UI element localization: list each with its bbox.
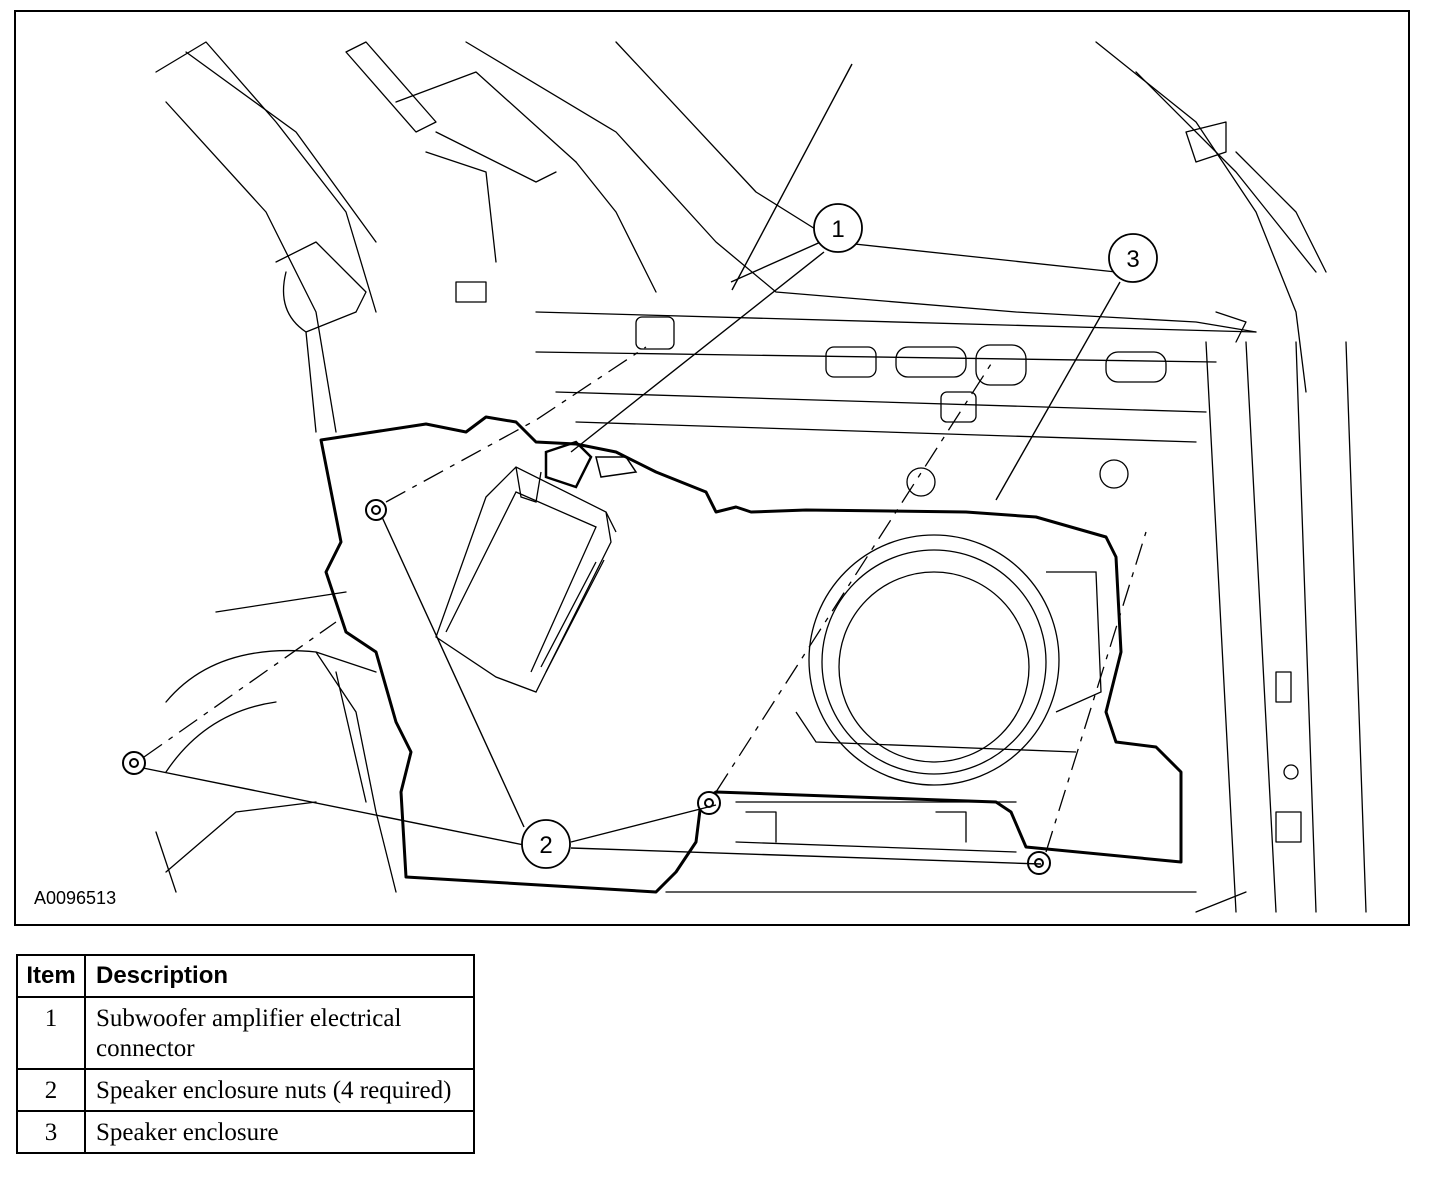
legend-item-description: Speaker enclosure	[84, 1110, 475, 1154]
callout-3: 3	[1108, 233, 1158, 283]
callout-2-label: 2	[539, 832, 552, 859]
legend-item-number: 1	[16, 996, 86, 1070]
callout-1-label: 1	[831, 216, 844, 243]
callout-3-label: 3	[1126, 246, 1139, 273]
table-row: 2 Speaker enclosure nuts (4 required)	[16, 1068, 475, 1112]
legend-item-number: 2	[16, 1068, 86, 1112]
diagram-figure: 1 3 2 A0096513	[14, 10, 1410, 926]
vehicle-interior-drawing: 1 3 2	[122, 41, 1367, 913]
legend-item-number: 3	[16, 1110, 86, 1154]
callout-1: 1	[813, 203, 863, 253]
figure-id: A0096513	[34, 888, 117, 908]
table-row: 1 Subwoofer amplifier electrical connect…	[16, 996, 475, 1070]
legend-item-description: Subwoofer amplifier electrical connector	[84, 996, 475, 1070]
legend-item-description: Speaker enclosure nuts (4 required)	[84, 1068, 475, 1112]
enclosure-nuts	[122, 499, 1051, 875]
legend-header-row: Item Description	[16, 954, 475, 998]
amplifier-module	[435, 466, 617, 693]
speaker-enclosure-outline	[319, 415, 1183, 894]
legend-table: Item Description 1 Subwoofer amplifier e…	[16, 954, 475, 1154]
table-row: 3 Speaker enclosure	[16, 1110, 475, 1154]
legend-header-item: Item	[16, 954, 86, 998]
callout-2: 2	[521, 819, 571, 869]
legend-header-description: Description	[84, 954, 475, 998]
